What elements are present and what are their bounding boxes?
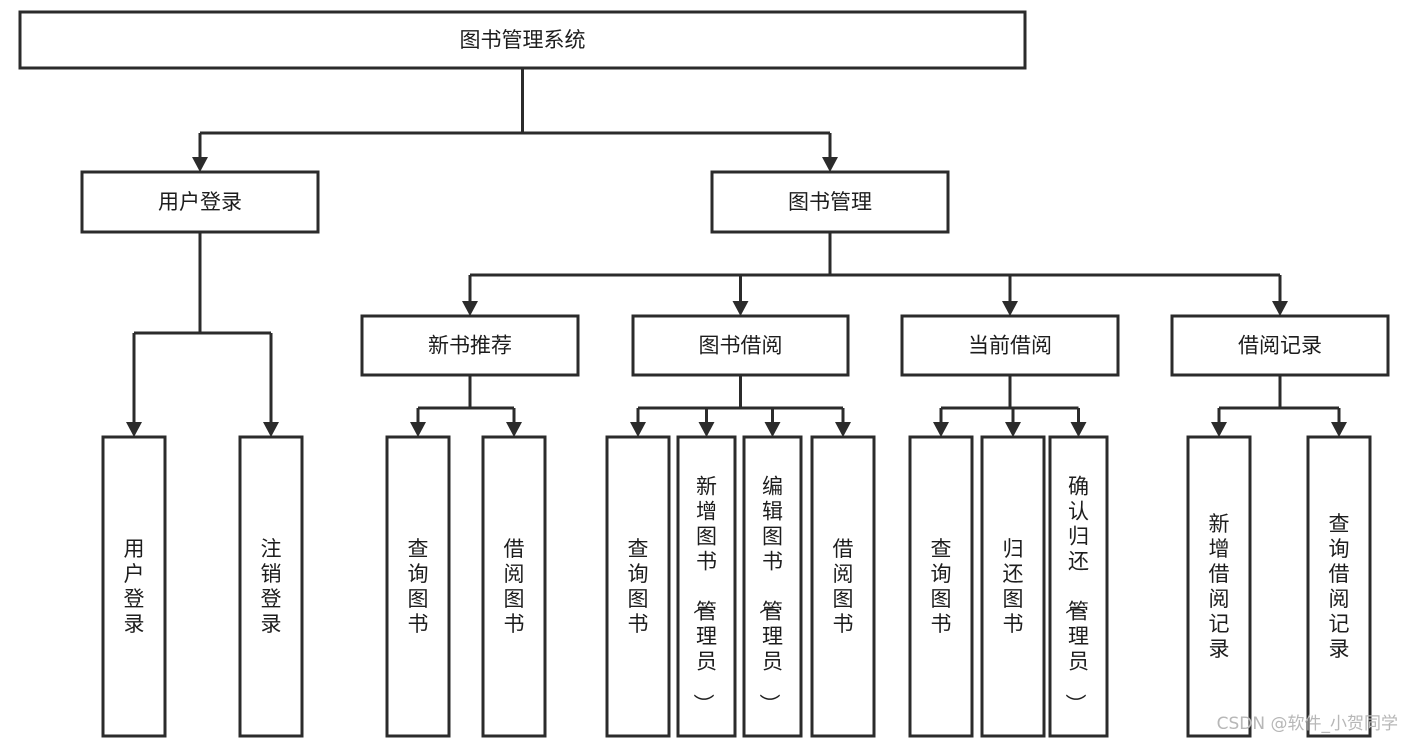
node-label: 注销登录 (261, 537, 282, 636)
arrow-head-icon (933, 422, 949, 437)
arrow-head-icon (732, 301, 749, 316)
node-leaf-user-login[interactable]: 用户登录 (101, 435, 167, 738)
node-leaf-edit-book[interactable]: 编辑图书（管理员） (742, 435, 803, 738)
node-label: 图书管理系统 (460, 28, 586, 52)
node-book-borrow[interactable]: 图书借阅 (631, 314, 850, 377)
node-leaf-return-book[interactable]: 归还图书 (980, 435, 1046, 738)
node-leaf-borrow-book-2[interactable]: 借阅图书 (810, 435, 876, 738)
node-leaf-add-book[interactable]: 新增图书（管理员） (676, 435, 737, 738)
node-label: 查询图书 (628, 537, 649, 636)
node-label: 编辑图书（管理员） (757, 475, 783, 715)
node-leaf-query-book-2[interactable]: 查询图书 (605, 435, 671, 738)
node-label: 查询图书 (931, 537, 952, 636)
node-new-book-rec[interactable]: 新书推荐 (360, 314, 580, 377)
arrow-head-icon (835, 422, 851, 437)
node-book-manage[interactable]: 图书管理 (710, 170, 950, 234)
node-label: 新书推荐 (428, 334, 512, 358)
arrow-head-icon (506, 422, 522, 437)
node-label: 新增图书（管理员） (691, 475, 717, 715)
node-leaf-confirm-return[interactable]: 确认归还（管理员） (1048, 435, 1109, 738)
arrow-head-icon (192, 157, 208, 172)
arrow-head-icon (822, 157, 838, 172)
arrow-head-icon (764, 422, 781, 437)
arrow-head-icon (1070, 422, 1087, 437)
arrow-head-icon (1272, 301, 1288, 316)
node-label: 借阅图书 (504, 537, 525, 636)
arrow-head-icon (630, 422, 646, 437)
node-label: 借阅图书 (833, 537, 854, 636)
arrow-head-icon (698, 422, 715, 437)
node-label: 查询借阅记录 (1329, 512, 1350, 661)
node-user-login[interactable]: 用户登录 (80, 170, 320, 234)
node-label: 查询图书 (408, 537, 429, 636)
node-label: 归还图书 (1003, 537, 1024, 636)
arrow-head-icon (126, 422, 142, 437)
connectors-layer (126, 68, 1347, 437)
arrow-head-icon (1211, 422, 1227, 437)
node-borrow-record[interactable]: 借阅记录 (1170, 314, 1390, 377)
node-label: 图书管理 (788, 190, 872, 214)
arrow-head-icon (410, 422, 426, 437)
node-leaf-query-book-3[interactable]: 查询图书 (908, 435, 974, 738)
node-label: 确认归还（管理员） (1063, 475, 1089, 715)
node-leaf-query-book-1[interactable]: 查询图书 (385, 435, 451, 738)
arrow-head-icon (462, 301, 478, 316)
node-label: 当前借阅 (968, 334, 1052, 358)
node-leaf-add-record[interactable]: 新增借阅记录 (1186, 435, 1252, 738)
node-label: 图书借阅 (699, 334, 783, 358)
csdn-watermark: CSDN @软件_小贺同学 (1217, 714, 1398, 734)
node-label: 借阅记录 (1238, 334, 1322, 358)
arrow-head-icon (1005, 422, 1021, 437)
arrow-head-icon (263, 422, 279, 437)
node-leaf-borrow-book-1[interactable]: 借阅图书 (481, 435, 547, 738)
node-label: 用户登录 (124, 537, 145, 636)
node-label: 用户登录 (158, 190, 242, 214)
arrow-head-icon (1331, 422, 1347, 437)
arrow-head-icon (1002, 301, 1018, 316)
node-leaf-logout[interactable]: 注销登录 (238, 435, 304, 738)
node-label: 新增借阅记录 (1209, 512, 1230, 661)
nodes-layer: 图书管理系统用户登录图书管理新书推荐图书借阅当前借阅借阅记录用户登录注销登录查询… (18, 10, 1390, 738)
node-leaf-query-record[interactable]: 查询借阅记录 (1306, 435, 1372, 738)
node-root-book-management-system[interactable]: 图书管理系统 (18, 10, 1027, 70)
node-current-borrow[interactable]: 当前借阅 (900, 314, 1120, 377)
